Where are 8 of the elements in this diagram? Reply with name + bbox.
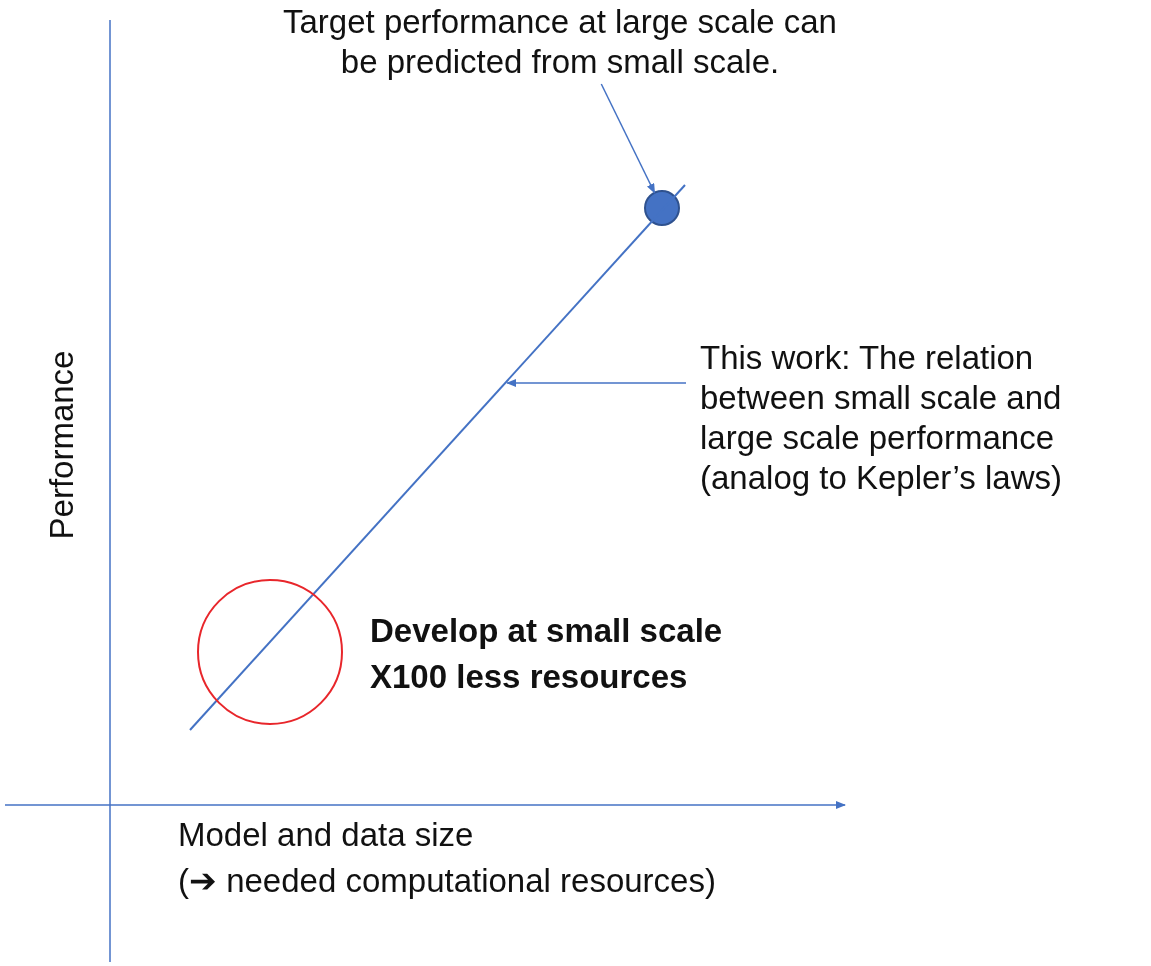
- leader-arrow: [600, 83, 656, 194]
- annotation-text: This work: The relation between small scale and large scale performance (analog to Kepler’s laws): [700, 338, 1140, 498]
- axis-label: Model and data size: [178, 815, 475, 855]
- leader-arrow: [506, 379, 687, 387]
- axis-label: Performance: [42, 350, 81, 540]
- annotation-text: Target performance at large scale can be predicted from small scale.: [265, 2, 855, 82]
- axis-label: (➔ needed computational resources): [178, 861, 717, 901]
- caption-text: Develop at small scale X100 less resources: [370, 611, 724, 697]
